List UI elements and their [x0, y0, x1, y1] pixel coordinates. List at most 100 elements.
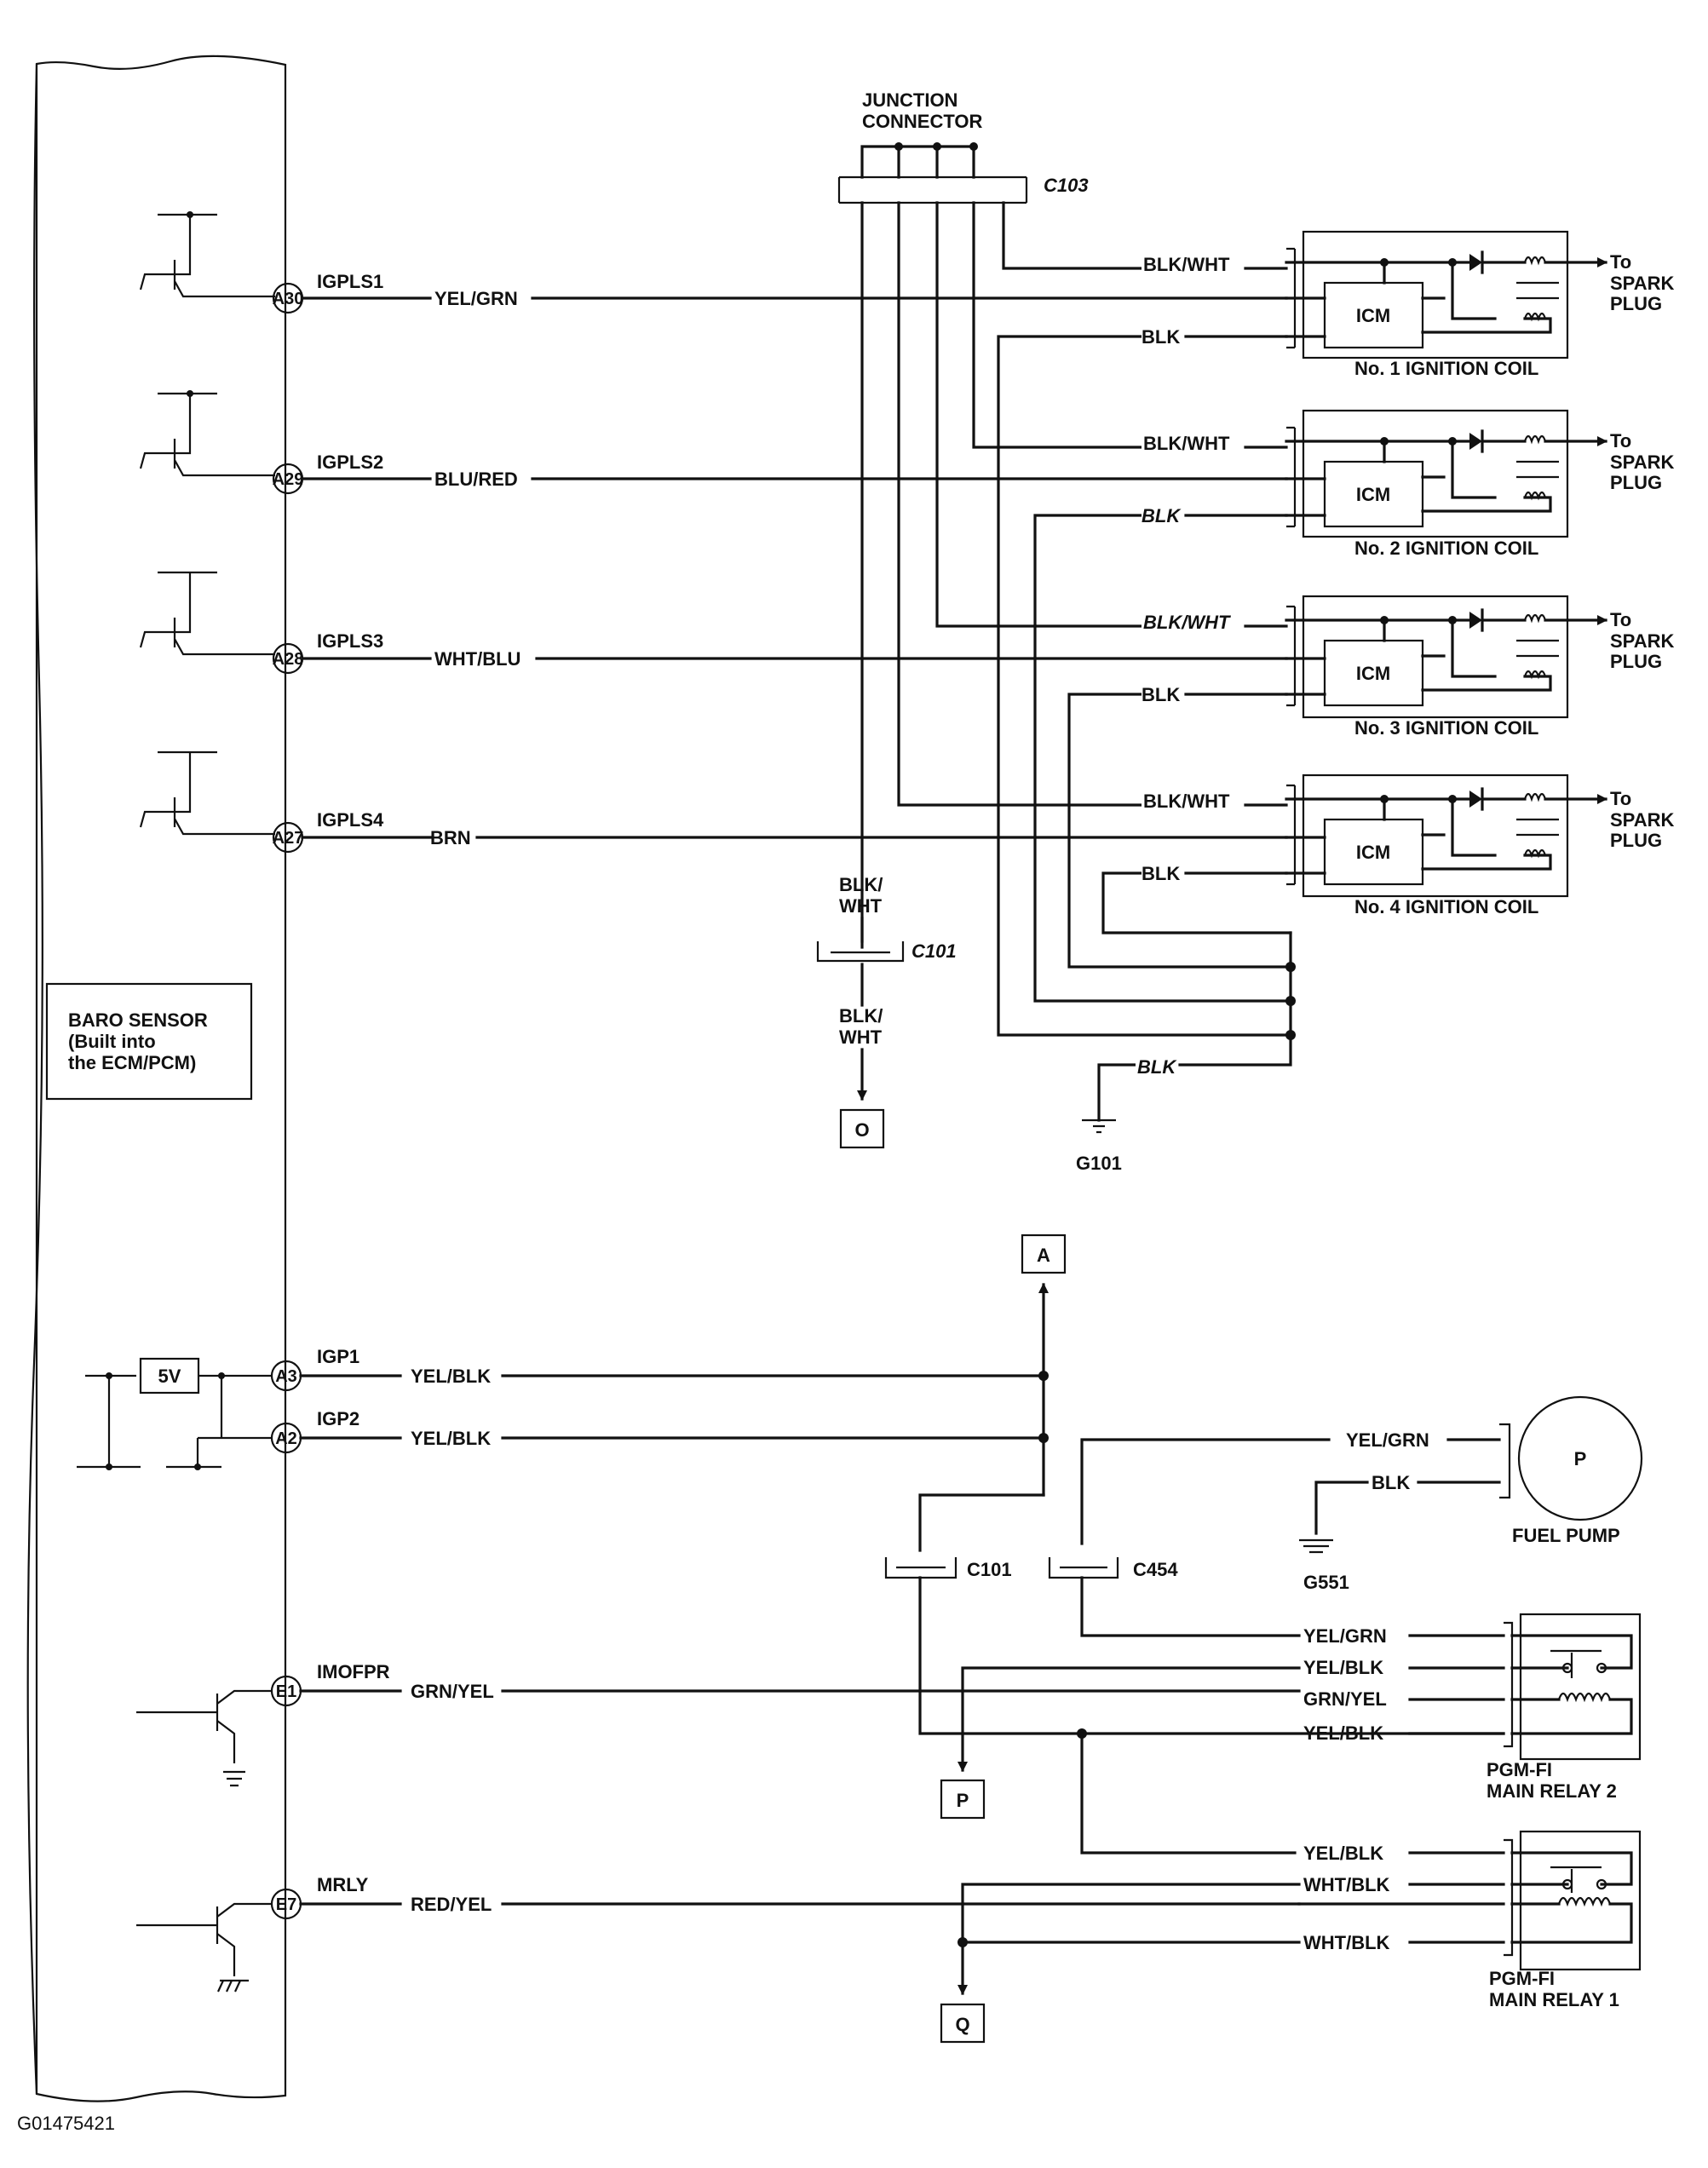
svg-text:WHT: WHT: [839, 895, 883, 917]
svg-text:JUNCTION: JUNCTION: [862, 89, 958, 111]
svg-text:BLK/WHT: BLK/WHT: [1143, 791, 1230, 812]
svg-text:BLK/WHT: BLK/WHT: [1143, 433, 1230, 454]
coil-2-name: No. 2 IGNITION COIL: [1354, 538, 1538, 559]
svg-text:BLK: BLK: [1137, 1056, 1177, 1078]
signal-igpls4: IGPLS4: [317, 809, 384, 831]
wire-igp2: YEL/BLK: [411, 1428, 491, 1449]
svg-text:SPARK: SPARK: [1610, 630, 1674, 652]
wire-red-yel-e7: RED/YEL: [411, 1894, 492, 1915]
fuel-pump-symbol: P: [1574, 1448, 1587, 1469]
svg-text:C454: C454: [1133, 1559, 1178, 1580]
svg-text:A30: A30: [273, 290, 304, 308]
svg-text:BLK: BLK: [1142, 684, 1180, 705]
pin-a29: A29: [273, 463, 304, 495]
svg-text:BARO SENSOR: BARO SENSOR: [68, 1009, 208, 1031]
svg-text:WHT/BLK: WHT/BLK: [1303, 1932, 1390, 1953]
svg-text:CONNECTOR: CONNECTOR: [862, 111, 982, 132]
e1-driver: [136, 1689, 273, 1787]
ignition-coil-1: ICM To SPARK PLUG No. 1 IGNITION COIL: [1285, 230, 1674, 379]
svg-text:WHT: WHT: [839, 1026, 883, 1048]
signal-mrly: MRLY: [317, 1874, 369, 1895]
svg-text:ICM: ICM: [1356, 842, 1390, 863]
c454: C454: [1048, 1438, 1331, 1637]
svg-text:A28: A28: [273, 650, 304, 669]
signal-igpls2: IGPLS2: [317, 451, 383, 473]
ignition-coil-2: ICM To SPARK PLUG No. 2 IGNITION COIL: [1285, 409, 1674, 559]
svg-text:MAIN RELAY 2: MAIN RELAY 2: [1487, 1780, 1617, 1802]
pin-a28: A28: [273, 642, 304, 675]
svg-text:YEL/GRN: YEL/GRN: [1303, 1625, 1387, 1647]
svg-text:GRN/YEL: GRN/YEL: [1303, 1688, 1387, 1710]
wire-yel-grn-igpls1: YEL/GRN: [434, 288, 518, 309]
ignition-coil-3: ICM To SPARK PLUG No. 3 IGNITION COIL: [1285, 595, 1674, 739]
svg-text:C101: C101: [967, 1559, 1012, 1580]
svg-text:YEL/BLK: YEL/BLK: [1303, 1843, 1383, 1864]
svg-text:A3: A3: [275, 1367, 297, 1386]
signal-igp1: IGP1: [317, 1346, 359, 1367]
svg-text:BLK/: BLK/: [839, 1005, 883, 1026]
svg-text:SPARK: SPARK: [1610, 451, 1674, 473]
svg-text:A2: A2: [275, 1429, 297, 1448]
svg-text:PLUG: PLUG: [1610, 472, 1662, 493]
svg-text:PGM-FI: PGM-FI: [1487, 1759, 1552, 1780]
baro-sensor: BARO SENSOR (Built into the ECM/PCM): [45, 982, 253, 1101]
svg-text:E1: E1: [276, 1682, 296, 1701]
coil-1-name: No. 1 IGNITION COIL: [1354, 358, 1538, 379]
fuel-pump-label: FUEL PUMP: [1512, 1525, 1620, 1546]
coil-3-name: No. 3 IGNITION COIL: [1354, 717, 1538, 739]
svg-text:PLUG: PLUG: [1610, 651, 1662, 672]
svg-text:ICM: ICM: [1356, 305, 1390, 326]
svg-text:To: To: [1610, 788, 1631, 809]
svg-text:YEL/BLK: YEL/BLK: [1303, 1657, 1383, 1678]
igp-power-circuit: 5V: [77, 1357, 273, 1470]
ref-o: O: [854, 1119, 869, 1141]
pin-a27: A27: [273, 821, 304, 854]
svg-text:PGM-FI: PGM-FI: [1489, 1968, 1555, 1989]
svg-text:MAIN RELAY 1: MAIN RELAY 1: [1489, 1989, 1619, 2010]
svg-text:To: To: [1610, 430, 1631, 451]
connector-c101-upper: C101: [912, 940, 957, 962]
signal-igp2: IGP2: [317, 1408, 359, 1429]
svg-text:A27: A27: [273, 829, 304, 848]
ignition-coil-4: ICM To SPARK PLUG No. 4 IGNITION COIL: [1285, 773, 1674, 917]
connector-c103: C103: [1044, 175, 1089, 196]
svg-text:BLK/WHT: BLK/WHT: [1143, 254, 1230, 275]
ground-g551-label: G551: [1303, 1572, 1349, 1593]
svg-text:BLK: BLK: [1142, 863, 1180, 884]
wire-brn-igpls4: BRN: [430, 827, 471, 848]
svg-text:WHT/BLK: WHT/BLK: [1303, 1874, 1390, 1895]
svg-text:BLK: BLK: [1142, 326, 1180, 348]
coil-4-name: No. 4 IGNITION COIL: [1354, 896, 1538, 917]
fuel-pump: YEL/GRN BLK P FUEL PUMP G551: [1299, 1395, 1643, 1593]
ecm-pcm-body: [26, 55, 287, 2102]
blk-wht-distribution: [860, 201, 1143, 943]
igp-wires: A: [299, 1234, 1067, 1552]
svg-text:PLUG: PLUG: [1610, 293, 1662, 314]
ref-p: P: [957, 1790, 969, 1811]
coil-wire-labels: BLK/WHT BLK BLK/WHT BLK BLK/WHT BLK BLK/…: [1142, 254, 1288, 884]
svg-text:YEL/GRN: YEL/GRN: [1346, 1429, 1429, 1451]
signal-igpls1: IGPLS1: [317, 271, 383, 292]
svg-text:SPARK: SPARK: [1610, 273, 1674, 294]
svg-text:BLK: BLK: [1372, 1472, 1410, 1493]
ground-g101-label: G101: [1076, 1153, 1122, 1174]
signal-igpls3: IGPLS3: [317, 630, 383, 652]
ignition-driver-transistors: [139, 211, 275, 836]
signal-imofpr: IMOFPR: [317, 1661, 390, 1682]
svg-text:PLUG: PLUG: [1610, 830, 1662, 851]
svg-text:SPARK: SPARK: [1610, 809, 1674, 831]
c101-upper: BLK/ WHT C101 BLK/ WHT O: [816, 874, 957, 1149]
svg-text:ICM: ICM: [1356, 484, 1390, 505]
svg-text:BLK/WHT: BLK/WHT: [1143, 612, 1231, 633]
wire-grn-yel-e1: GRN/YEL: [411, 1681, 494, 1702]
junction-connector: JUNCTION CONNECTOR C103: [837, 89, 1089, 204]
wire-igp1: YEL/BLK: [411, 1366, 491, 1387]
ref-q: Q: [955, 2014, 969, 2035]
svg-text:A29: A29: [273, 470, 304, 489]
svg-text:ICM: ICM: [1356, 663, 1390, 684]
svg-text:BLK/: BLK/: [839, 874, 883, 895]
pgm-fi-main-relay-1: YEL/BLK WHT/BLK WHT/BLK PGM-FI MAIN RELA…: [940, 1830, 1642, 2044]
svg-text:E7: E7: [276, 1895, 296, 1914]
coil-signal-wires: [301, 296, 1288, 839]
